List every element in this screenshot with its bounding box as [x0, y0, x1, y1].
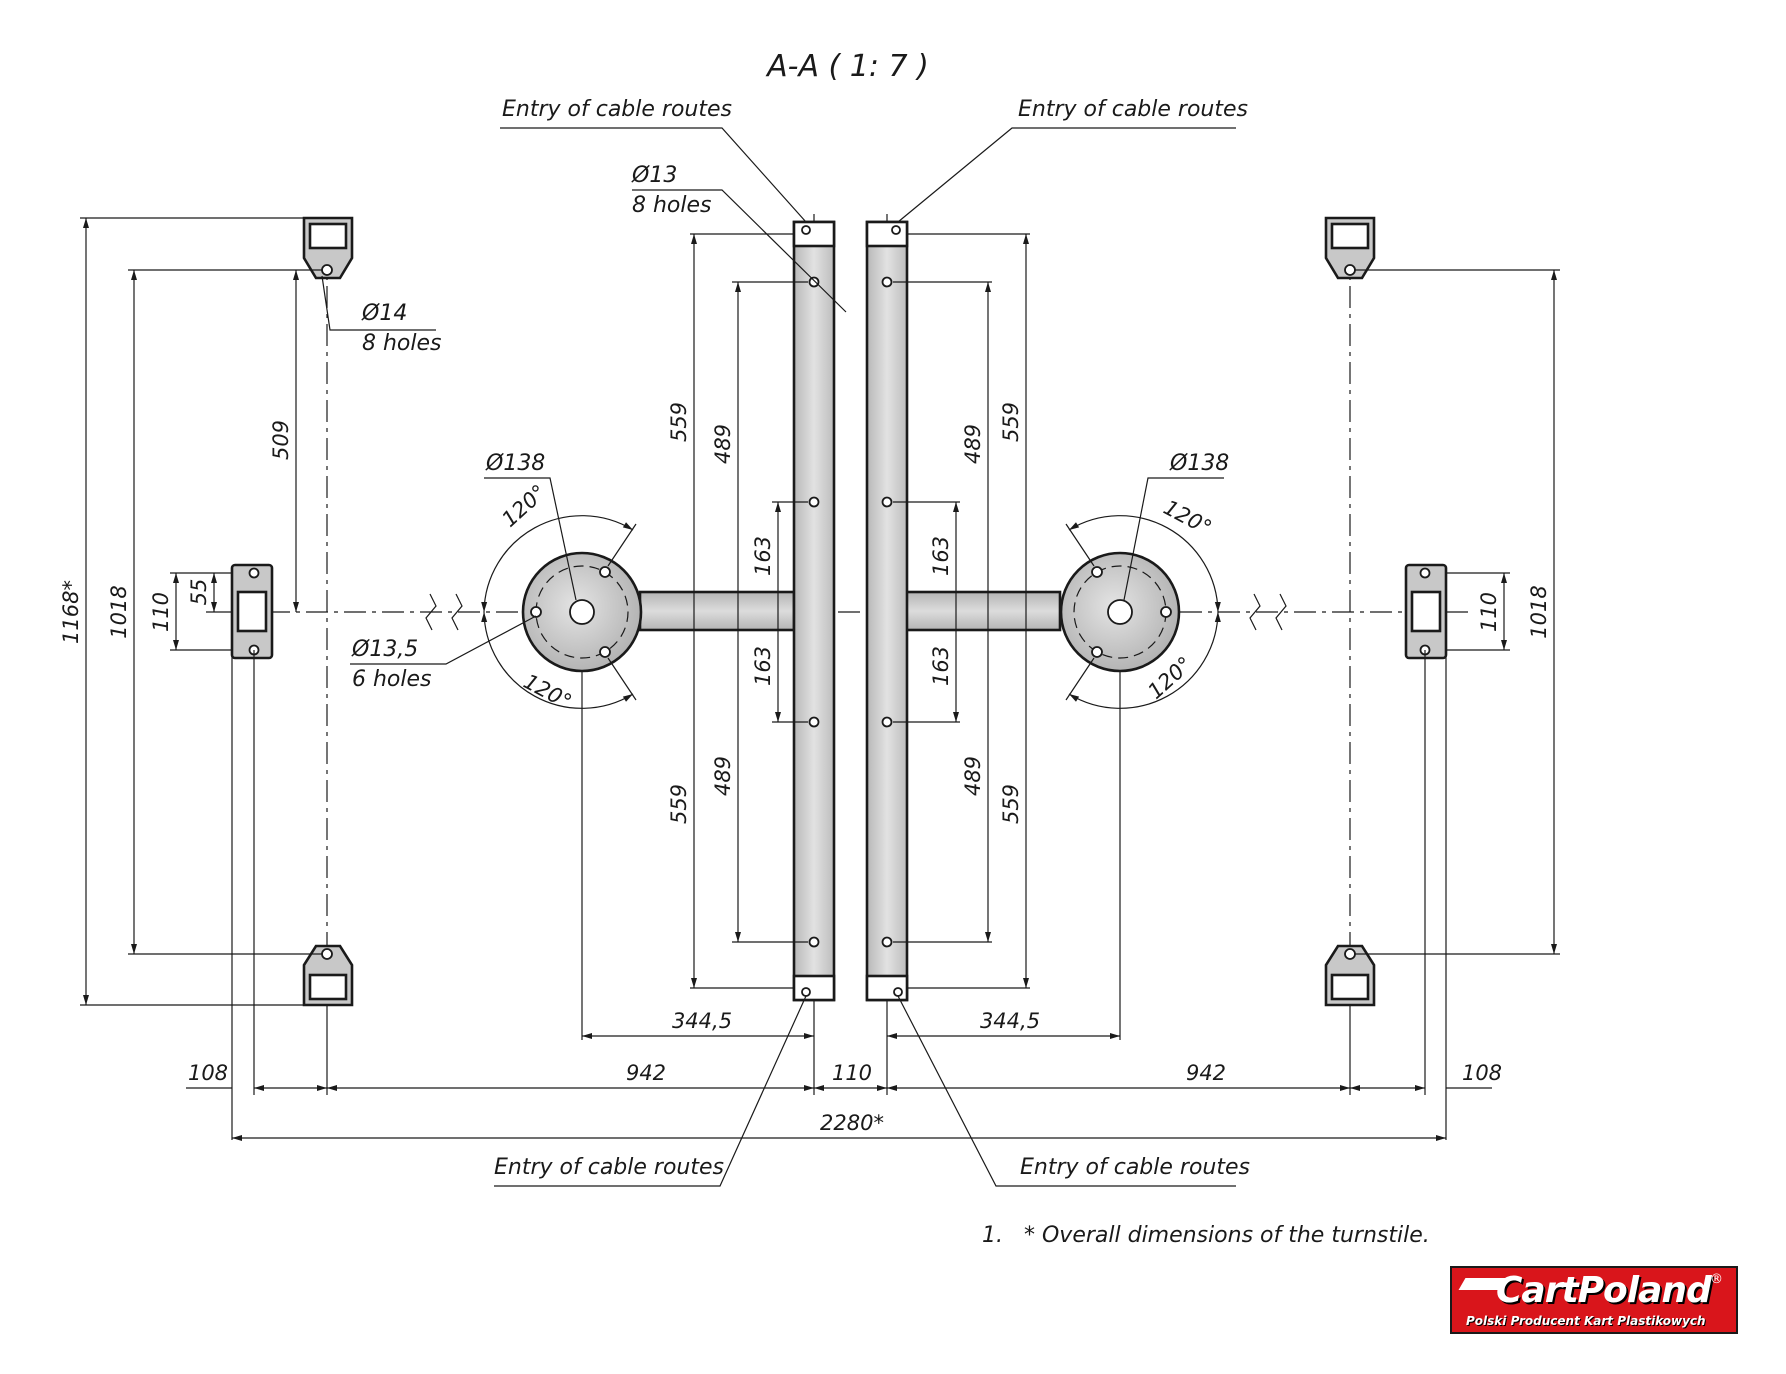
- leader-lines: [321, 127, 1236, 1187]
- dim-post-span-right: 1018: [1527, 585, 1551, 638]
- note-text: * Overall dimensions of the turnstile.: [1024, 1223, 1430, 1248]
- label-hole14-count: 8 holes: [362, 331, 442, 356]
- dim-bracket-half: 55: [187, 579, 211, 606]
- dim-beam-outer-top-left: 559: [667, 402, 691, 442]
- dim-arm-left: 344,5: [672, 1009, 732, 1033]
- left-flange-disk: [521, 551, 643, 673]
- bracket-left-mid: [230, 563, 274, 660]
- bracket-right-bottom: [1324, 944, 1376, 1007]
- dim-side-offset-left: 108: [188, 1061, 228, 1085]
- break-mark-left: [425, 593, 463, 631]
- horizontal-dimension-lines: [186, 1033, 1492, 1141]
- dim-post-to-axis: 509: [269, 420, 293, 460]
- label-hole14-diameter: Ø14: [361, 301, 407, 326]
- view-title: A-A ( 1: 7 ): [765, 49, 929, 84]
- extension-lines-left: [80, 217, 1560, 1095]
- label-hole13-count: 8 holes: [632, 193, 712, 218]
- right-beam: [865, 220, 909, 1002]
- dim-side-offset-right: 108: [1462, 1061, 1502, 1085]
- angle-label-right-top: 120°: [1160, 495, 1216, 540]
- dim-bracket-height-right: 110: [1477, 592, 1501, 632]
- logo-registered-mark: ®: [1710, 1272, 1723, 1287]
- break-mark-right: [1249, 593, 1287, 631]
- bracket-left-bottom: [302, 944, 354, 1007]
- dim-bracket-height-left: 110: [149, 592, 173, 632]
- dim-beam-center-top-right: 163: [929, 536, 953, 576]
- dim-beam-center-bottom-right: 163: [929, 646, 953, 686]
- dim-beam-inner-bottom-left: 489: [711, 756, 735, 796]
- label-entry-top-right: Entry of cable routes: [1018, 97, 1248, 122]
- label-entry-bottom-right: Entry of cable routes: [1020, 1155, 1250, 1180]
- vertical-dimension-lines: [83, 218, 1557, 1005]
- right-flange-disk: [1059, 551, 1181, 673]
- dim-post-to-beam-left: 942: [626, 1061, 666, 1085]
- bracket-right-top: [1324, 216, 1376, 280]
- angle-arcs: [481, 515, 1221, 709]
- dim-beam-inner-top-left: 489: [711, 424, 735, 464]
- dim-beam-center-top-left: 163: [751, 536, 775, 576]
- label-entry-bottom-left: Entry of cable routes: [494, 1155, 724, 1180]
- dim-gap: 110: [832, 1061, 872, 1085]
- note-number: 1.: [982, 1223, 1003, 1248]
- dim-beam-inner-top-right: 489: [961, 424, 985, 464]
- label-hole135-diameter: Ø13,5: [351, 637, 418, 662]
- label-flange-left-diameter: Ø138: [485, 451, 545, 476]
- dim-arm-right: 344,5: [980, 1009, 1040, 1033]
- dim-overall-height: 1168*: [59, 580, 83, 644]
- dim-beam-outer-top-right: 559: [999, 402, 1023, 442]
- cartpoland-logo: CartPoland ® Polski Producent Kart Plast…: [1450, 1266, 1738, 1334]
- label-entry-top-left: Entry of cable routes: [502, 97, 732, 122]
- bracket-left-top: [302, 216, 354, 280]
- logo-tagline: Polski Producent Kart Plastikowych: [1466, 1314, 1706, 1328]
- bracket-right-mid: [1404, 563, 1448, 660]
- label-flange-right-diameter: Ø138: [1169, 451, 1229, 476]
- logo-name: CartPoland: [1496, 1270, 1712, 1311]
- dim-beam-center-bottom-left: 163: [751, 646, 775, 686]
- angle-label-left-bottom: 120°: [520, 669, 576, 714]
- left-arm: [638, 590, 796, 632]
- label-hole13-diameter: Ø13: [631, 163, 677, 188]
- right-arm: [904, 590, 1062, 632]
- left-beam: [792, 220, 836, 1002]
- dim-post-to-beam-right: 942: [1186, 1061, 1226, 1085]
- dim-overall-width: 2280*: [820, 1111, 884, 1135]
- label-hole135-count: 6 holes: [352, 667, 432, 692]
- dim-beam-inner-bottom-right: 489: [961, 756, 985, 796]
- dim-beam-outer-bottom-right: 559: [999, 784, 1023, 824]
- dim-post-span-left: 1018: [107, 585, 131, 638]
- dim-beam-outer-bottom-left: 559: [667, 784, 691, 824]
